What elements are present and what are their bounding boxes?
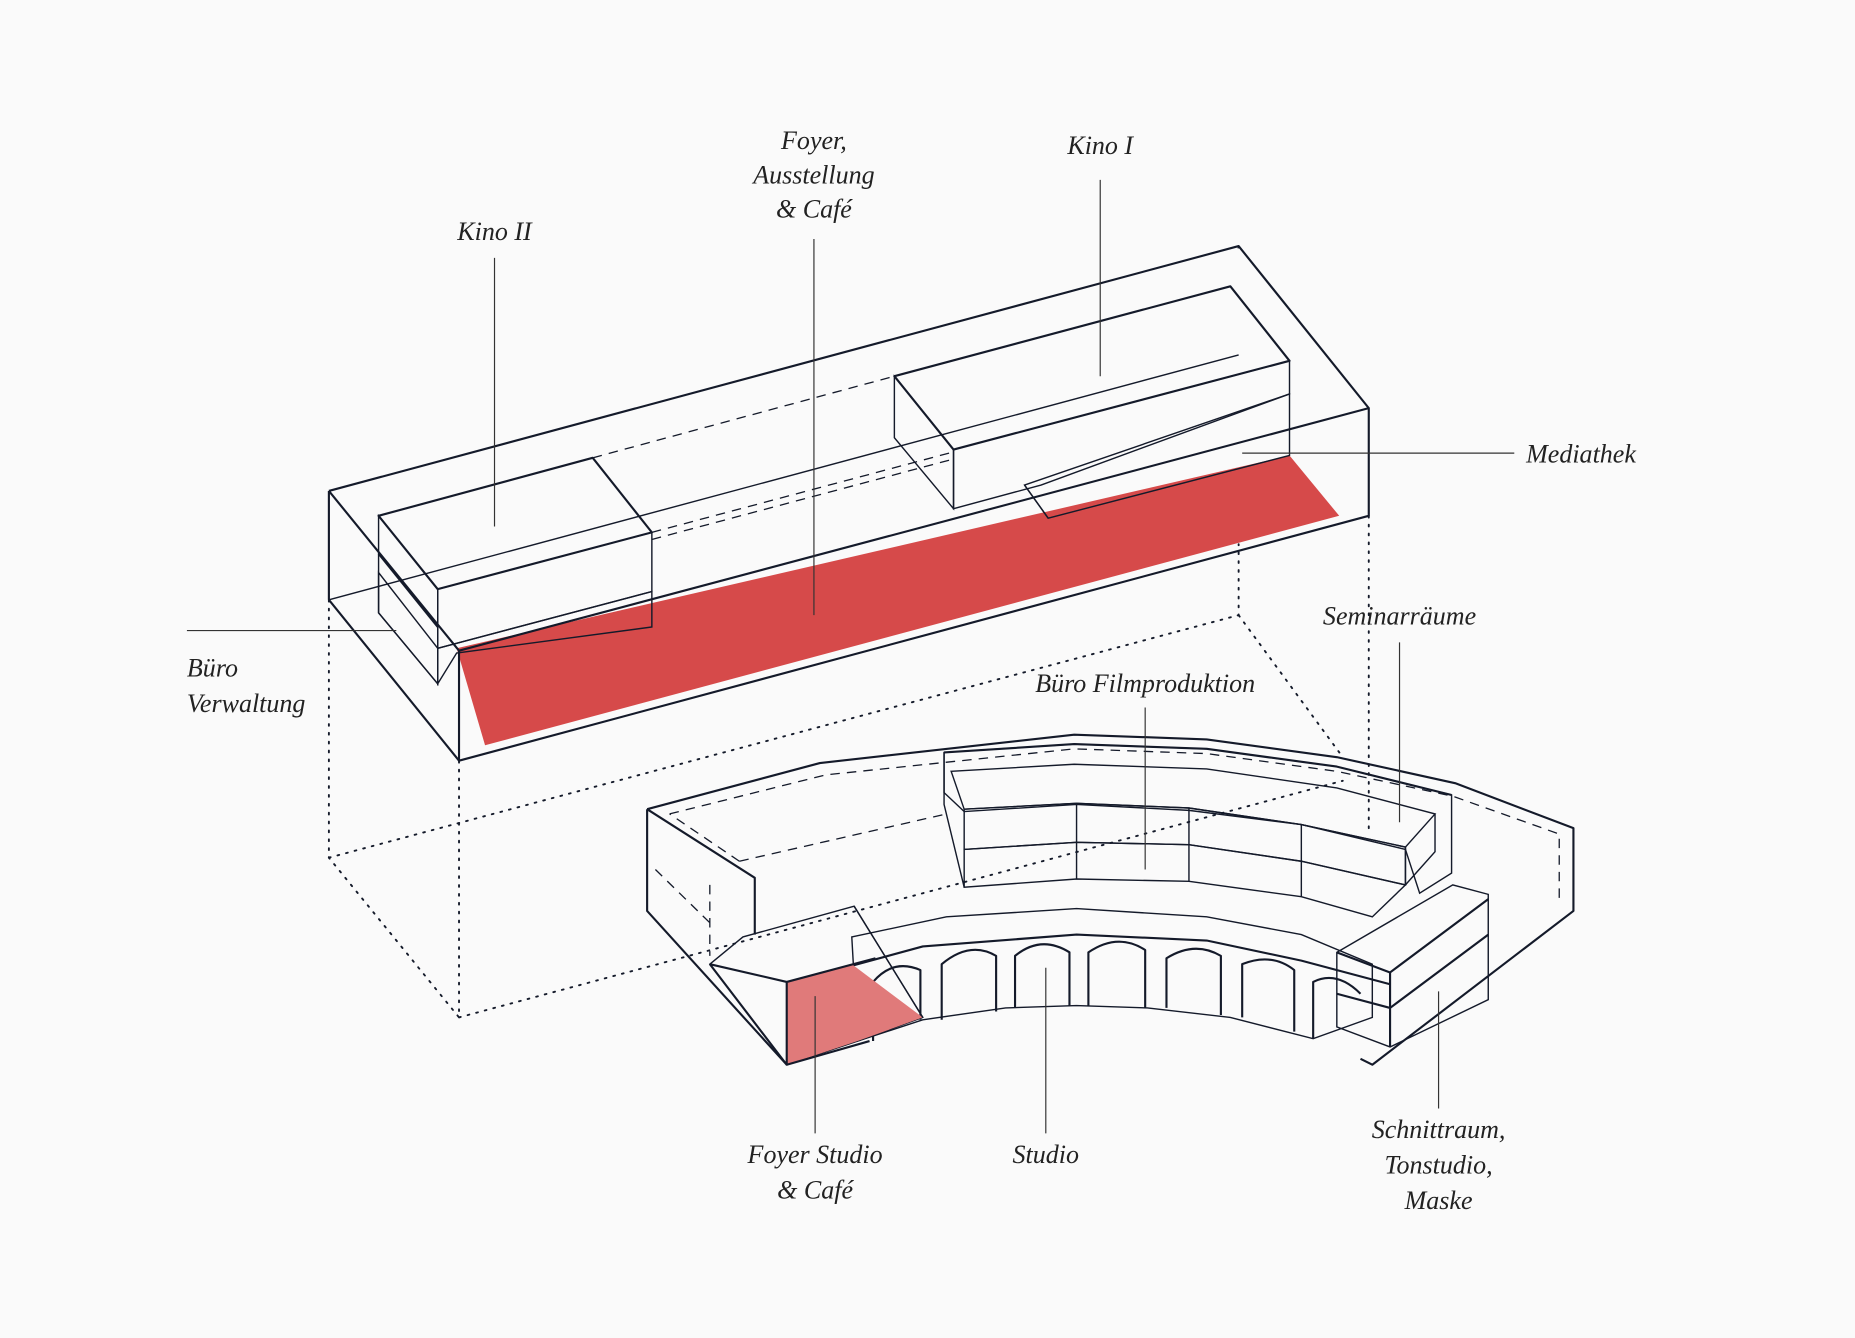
upper-building — [327, 245, 1370, 762]
label-filmproduktion: Büro Filmproduktion — [1035, 669, 1255, 698]
label-foyer-3: & Café — [776, 195, 853, 224]
label-foyer-studio-1: Foyer Studio — [747, 1140, 883, 1169]
label-buero-1: Büro — [187, 654, 238, 683]
label-kino-2: Kino II — [456, 217, 533, 246]
label-schnitt-3: Maske — [1404, 1186, 1473, 1215]
foyer-slab — [456, 455, 1340, 746]
label-mediathek: Mediathek — [1525, 440, 1636, 469]
label-foyer-1: Foyer, — [780, 126, 847, 155]
leader-lines — [186, 179, 1515, 1134]
label-schnitt-2: Tonstudio, — [1384, 1151, 1492, 1180]
seminar-block — [943, 743, 1453, 918]
label-seminar: Seminarräume — [1323, 602, 1476, 631]
label-kino-1: Kino I — [1066, 131, 1134, 160]
label-foyer-studio-2: & Café — [777, 1175, 854, 1204]
schnitt-block — [1336, 884, 1489, 1048]
label-schnitt-1: Schnittraum, — [1372, 1115, 1506, 1144]
foyer-studio-block — [708, 905, 924, 1066]
label-buero-2: Verwaltung — [187, 689, 306, 718]
label-studio: Studio — [1013, 1140, 1079, 1169]
studio-block — [792, 907, 1391, 1043]
kino-1-block — [893, 285, 1291, 519]
projection-lines — [327, 514, 1370, 1021]
labels: Kino II Foyer, Ausstellung & Café Kino I… — [187, 126, 1636, 1215]
label-foyer-2: Ausstellung — [751, 160, 874, 189]
lower-building — [646, 733, 1575, 1066]
